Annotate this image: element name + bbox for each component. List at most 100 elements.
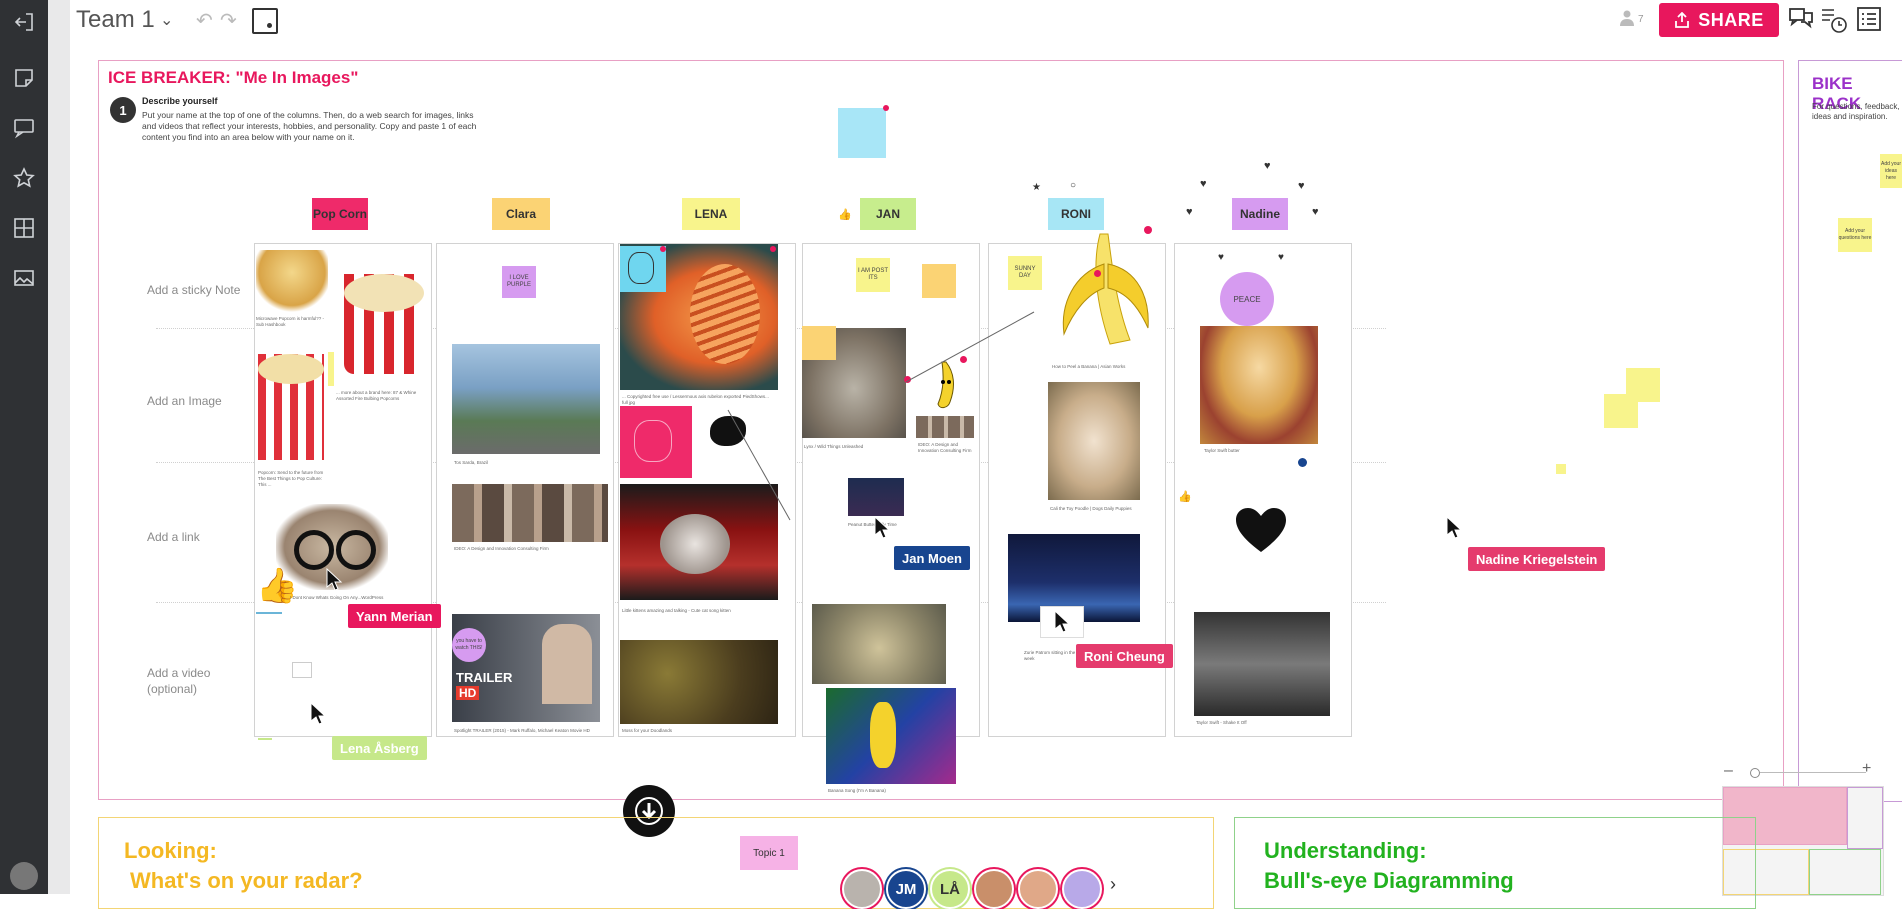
sticky-note-clara[interactable]: I LOVE PURPLE xyxy=(502,266,536,298)
caption: ... Copyrighted free use / Lessermous ax… xyxy=(622,394,769,405)
star-icon[interactable] xyxy=(10,164,38,192)
avatar[interactable] xyxy=(1062,869,1102,909)
image-icon[interactable] xyxy=(10,264,38,292)
redo-icon[interactable]: ↷ xyxy=(220,10,237,32)
doodle-sticky-image[interactable] xyxy=(620,246,666,292)
present-icon[interactable] xyxy=(252,8,278,34)
dot-marker xyxy=(960,356,967,363)
link-indicator xyxy=(258,738,272,740)
looking-title: Looking: What's on your radar? xyxy=(124,836,363,896)
list-icon[interactable] xyxy=(1856,6,1882,32)
minimap-frame xyxy=(1809,849,1881,895)
scroll-down-button[interactable] xyxy=(623,785,675,837)
topic-sticky[interactable]: Topic 1 xyxy=(740,836,798,870)
caption: How to Peel a Banana | Asian Works xyxy=(1052,364,1126,369)
caption: Tos Sarda, Brazil xyxy=(454,460,489,465)
team-faces-image[interactable] xyxy=(452,484,608,542)
board-title[interactable]: Team 1 xyxy=(76,6,155,33)
dot-marker xyxy=(904,376,911,383)
banana-dancing-image[interactable] xyxy=(924,360,968,414)
link-thumbnail[interactable] xyxy=(848,478,904,516)
team-faces-image[interactable] xyxy=(916,416,974,438)
column-header-popcorn[interactable]: Pop Corn xyxy=(312,198,368,230)
zoom-slider-handle[interactable] xyxy=(1750,768,1760,778)
trailer-badge: TRAILER xyxy=(456,670,513,685)
poodle-image[interactable] xyxy=(1048,382,1140,500)
sticky-note-icon[interactable] xyxy=(10,64,38,92)
sticky-note-roni[interactable]: SUNNY DAY xyxy=(1008,256,1042,290)
zoom-in-button[interactable]: + xyxy=(1862,760,1872,777)
looking-title-line1: Looking: xyxy=(124,838,217,863)
popcorn-bowl-image[interactable] xyxy=(256,250,328,314)
popcorn-box-image[interactable] xyxy=(258,354,324,460)
history-icon[interactable] xyxy=(1820,6,1848,34)
row-label-sticky: Add a sticky Note xyxy=(147,283,241,297)
sticky-note-jan[interactable]: I AM POST ITS xyxy=(856,258,890,292)
banana-song-video[interactable] xyxy=(826,688,956,784)
avatar[interactable]: JM xyxy=(886,869,926,909)
column-header-clara[interactable]: Clara xyxy=(492,198,550,230)
minimap[interactable] xyxy=(1722,786,1884,896)
undo-icon[interactable]: ↶ xyxy=(196,10,213,32)
zoom-slider-track[interactable] xyxy=(1760,772,1866,773)
thumbs-up-icon: 👍 xyxy=(838,209,852,221)
zoom-out-button[interactable]: – xyxy=(1724,762,1733,779)
peeled-banana-image[interactable] xyxy=(1050,224,1154,356)
sticky-note-blue[interactable] xyxy=(838,105,889,158)
chevron-down-icon[interactable]: ⌄ xyxy=(160,12,174,29)
column-header-jan[interactable]: JAN xyxy=(860,198,916,230)
sticky-note-yellow[interactable] xyxy=(1604,394,1638,428)
doodle-sticky-image[interactable] xyxy=(802,326,836,360)
icebreaker-title: ICE BREAKER: "Me In Images" xyxy=(108,68,359,87)
sticky-note-clara-video[interactable]: you have to watch THIS! xyxy=(452,628,486,662)
popcorn-bucket-image[interactable] xyxy=(344,274,424,374)
minimap-frame xyxy=(1847,787,1883,849)
thumbs-up-icon[interactable]: 👍 xyxy=(256,567,299,605)
cursor-label-yann: Yann Merian xyxy=(348,604,441,628)
heart-icon: ♥ xyxy=(1200,178,1207,190)
taylor-swift-image[interactable] xyxy=(1200,326,1318,444)
chat-icon[interactable] xyxy=(1788,6,1814,32)
caption: IDEO: A Design and Innovation Consulting… xyxy=(454,546,549,551)
grid-icon[interactable] xyxy=(10,214,38,242)
sticky-note-bike[interactable]: Add your questions here xyxy=(1838,218,1872,252)
bird-image[interactable] xyxy=(812,604,946,684)
discus-fish-image[interactable] xyxy=(620,244,778,390)
chevron-right-icon[interactable]: › xyxy=(1110,874,1116,894)
top-bar xyxy=(70,0,1902,46)
collaborator-count: 7 xyxy=(1638,14,1644,25)
heart-icon[interactable] xyxy=(1236,508,1286,554)
sticky-note-nadine[interactable]: PEACE xyxy=(1220,272,1274,326)
city-aerial-image[interactable] xyxy=(452,344,600,454)
avatar[interactable] xyxy=(974,869,1014,909)
shake-it-off-video[interactable] xyxy=(1194,612,1330,716)
exit-icon[interactable] xyxy=(10,8,38,36)
heart-icon: ♥ xyxy=(1298,180,1305,192)
caption: IDEO: A Design and Innovation Consulting… xyxy=(918,442,972,453)
caption: Taylor Swift butter xyxy=(1204,448,1240,453)
cursor-label-lena: Lena Åsberg xyxy=(332,736,427,760)
hd-badge: HD xyxy=(456,686,480,700)
sticky-note-yellow[interactable] xyxy=(328,352,334,386)
caption: Moss for your Doodlands xyxy=(622,728,673,733)
sticky-note-yellow[interactable] xyxy=(1556,464,1566,474)
column-header-roni[interactable]: RONI xyxy=(1048,198,1104,230)
avatar[interactable] xyxy=(1018,869,1058,909)
share-button[interactable]: SHARE xyxy=(1659,3,1779,37)
comment-icon[interactable] xyxy=(10,114,38,142)
doodle-pink-image[interactable] xyxy=(620,406,692,478)
moss-image[interactable] xyxy=(620,640,778,724)
carrot-sticky[interactable] xyxy=(922,264,956,298)
avatar[interactable] xyxy=(842,869,882,909)
avatar[interactable]: LÅ xyxy=(930,869,970,909)
cursor-yann xyxy=(326,568,343,591)
heart-icon: ♥ xyxy=(1218,252,1224,263)
step-heading: Describe yourself xyxy=(142,96,218,106)
understanding-title: Understanding: Bull's-eye Diagramming xyxy=(1264,836,1514,896)
column-header-nadine[interactable]: Nadine xyxy=(1232,198,1288,230)
column-header-lena[interactable]: LENA xyxy=(682,198,740,230)
kitten-video[interactable] xyxy=(620,484,778,600)
minimap-viewport[interactable] xyxy=(1723,787,1847,845)
sticky-note-bike[interactable]: Add your ideas here xyxy=(1880,154,1902,188)
user-avatar[interactable] xyxy=(10,862,38,890)
